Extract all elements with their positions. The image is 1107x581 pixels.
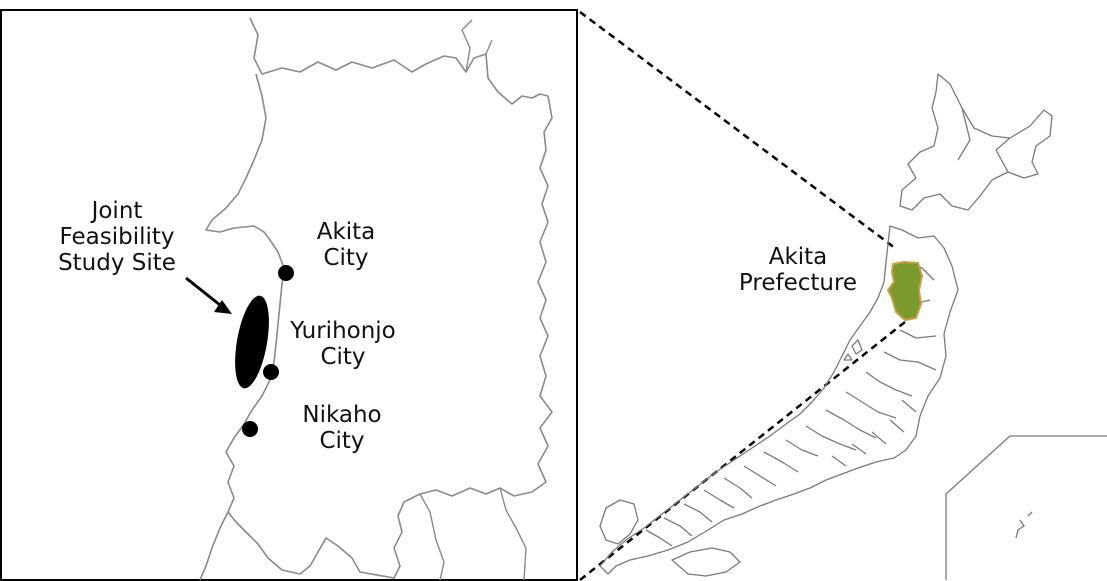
prefecture-label-line1: Akita <box>768 244 828 270</box>
neighbour-border <box>419 19 527 581</box>
japan-map <box>599 73 1107 580</box>
okinawa-inset-frame <box>945 435 1107 580</box>
inset-frame <box>0 9 578 581</box>
city-label-nikaho-line1: Nikaho <box>302 402 382 428</box>
zoom-line-bottom <box>579 321 906 581</box>
city-label-nikaho: Nikaho City <box>292 402 392 454</box>
site-arrow <box>185 276 221 307</box>
city-label-yurihonjo: Yurihonjo City <box>278 318 408 370</box>
prefecture-label-line2: Prefecture <box>738 270 858 296</box>
akita-prefecture-outline <box>205 17 553 579</box>
city-label-akita-line1: Akita <box>316 219 376 245</box>
city-dot-nikaho <box>242 421 258 437</box>
city-label-yurihonjo-line2: City <box>320 344 366 370</box>
city-label-nikaho-line2: City <box>319 428 365 454</box>
city-label-akita-line2: City <box>323 245 369 271</box>
honshu-outline <box>599 225 959 575</box>
akita-highlight <box>886 260 924 322</box>
site-arrow-head <box>214 300 232 314</box>
study-site-label-line1: Joint <box>91 198 143 224</box>
kyushu-outline <box>599 499 639 545</box>
study-site-marker <box>235 295 269 389</box>
city-dot-yurihonjo <box>263 364 279 380</box>
okinawa-island <box>1015 511 1033 539</box>
study-site-label: Joint Feasibility Study Site <box>32 198 202 276</box>
study-site-label-line2: Feasibility <box>59 224 175 250</box>
shikoku-outline <box>671 547 741 577</box>
coastline <box>199 511 229 581</box>
zoom-line-top <box>579 10 896 250</box>
city-label-akita: Akita City <box>296 219 396 271</box>
city-dot-akita <box>278 265 294 281</box>
hokkaido-outline <box>899 73 1053 211</box>
prefecture-label-akita: Akita Prefecture <box>728 244 868 296</box>
study-site-label-line3: Study Site <box>58 250 176 276</box>
city-label-yurihonjo-line1: Yurihonjo <box>290 318 396 344</box>
